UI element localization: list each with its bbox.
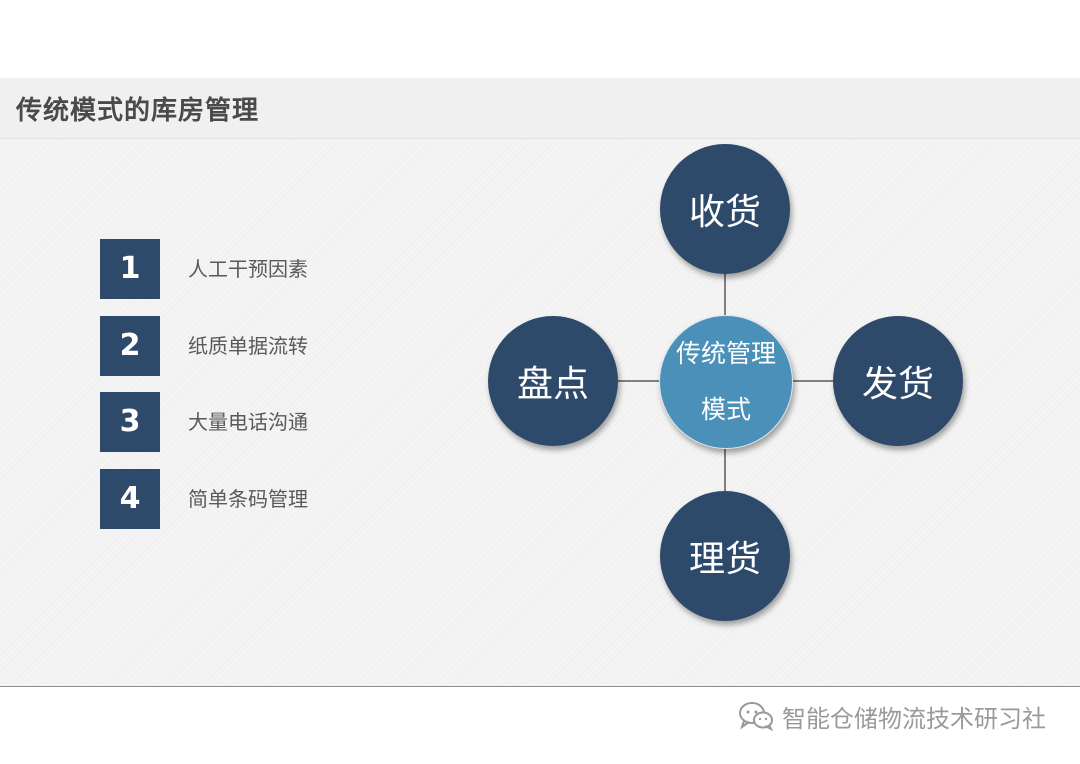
list-item-number: 2 <box>100 316 160 376</box>
node-left: 盘点 <box>488 316 618 446</box>
node-right-label: 发货 <box>861 364 934 405</box>
list-item-3: 3 大量电话沟通 <box>100 392 400 452</box>
list-item-text: 简单条码管理 <box>188 487 308 511</box>
slide-title: 传统模式的库房管理 <box>16 96 260 126</box>
node-left-label: 盘点 <box>516 364 589 405</box>
node-bottom-label: 理货 <box>688 539 761 580</box>
node-right: 发货 <box>833 316 963 446</box>
node-center-label: 传统管理模式 <box>676 339 777 424</box>
node-top: 收货 <box>660 144 790 274</box>
list-item-1: 1 人工干预因素 <box>100 239 400 299</box>
footer-watermark: 智能仓储物流技术研习社 <box>738 696 1046 736</box>
node-bottom: 理货 <box>660 491 790 621</box>
list-item-text: 大量电话沟通 <box>188 410 308 434</box>
list-item-number: 3 <box>100 392 160 452</box>
node-center: 传统管理模式 <box>659 315 793 449</box>
list-item-text: 人工干预因素 <box>188 257 308 281</box>
list-item-4: 4 简单条码管理 <box>100 469 400 529</box>
list-item-2: 2 纸质单据流转 <box>100 316 400 376</box>
node-top-label: 收货 <box>688 192 761 233</box>
footer-text: 智能仓储物流技术研习社 <box>782 704 1046 733</box>
list-item-number: 1 <box>100 239 160 299</box>
list-item-text: 纸质单据流转 <box>188 334 308 358</box>
slide-header: 传统模式的库房管理 <box>0 78 1080 139</box>
wechat-icon <box>739 702 774 731</box>
list-item-number: 4 <box>100 469 160 529</box>
